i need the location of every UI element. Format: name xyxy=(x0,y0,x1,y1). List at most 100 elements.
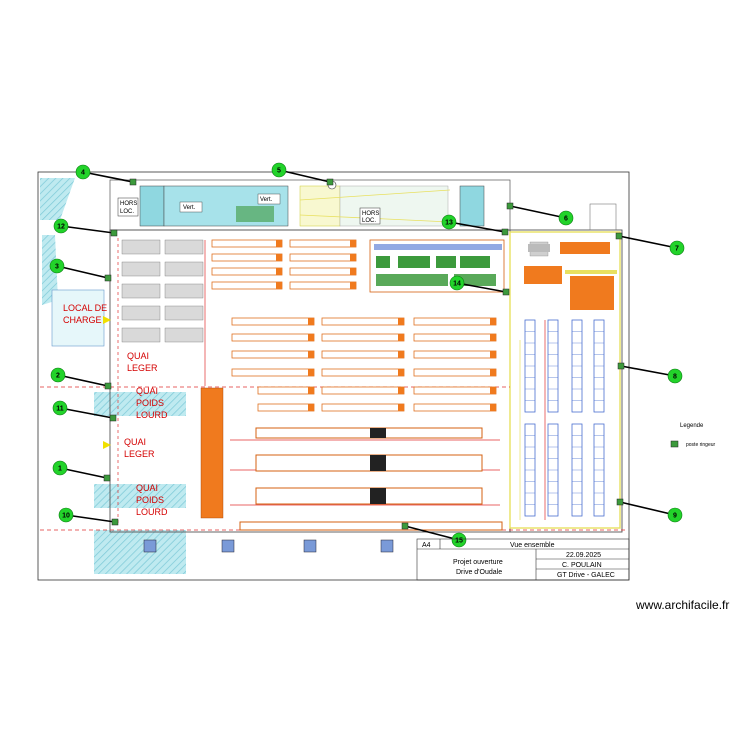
legend-swatch xyxy=(670,440,679,448)
station-square xyxy=(103,474,111,482)
rack-vertical xyxy=(593,423,605,517)
label-local-charge-1: LOCAL DE xyxy=(63,303,107,313)
rack-row xyxy=(413,368,497,377)
station-marker-1: 1 xyxy=(52,460,111,482)
storage-block xyxy=(121,261,161,277)
rack-row xyxy=(321,317,405,326)
label-vert-2: Vert. xyxy=(260,197,273,203)
rack-vertical xyxy=(593,319,605,413)
station-number: 12 xyxy=(57,224,65,231)
rack-row xyxy=(211,253,283,262)
rack-row xyxy=(321,386,405,395)
label-quai-pl-top-1: QUAI xyxy=(136,386,158,396)
top-strip xyxy=(117,180,485,227)
rack-rows-orange xyxy=(211,239,497,412)
tb-author: C. POULAIN xyxy=(562,562,602,569)
storage-block xyxy=(121,305,161,321)
station-marker-3: 3 xyxy=(49,258,112,282)
station-number: 11 xyxy=(56,406,64,413)
tb-project-2: Drive d'Oudale xyxy=(456,569,502,576)
station-square xyxy=(111,518,119,526)
station-number: 2 xyxy=(56,373,60,380)
station-square xyxy=(110,229,118,237)
tb-view: Vue ensemble xyxy=(510,542,555,549)
storage-block xyxy=(164,261,204,277)
station-marker-5: 5 xyxy=(271,162,334,186)
rack-vertical xyxy=(524,423,536,517)
rack-vertical xyxy=(524,319,536,413)
storage-block xyxy=(121,239,161,255)
station-square xyxy=(104,274,112,282)
tb-company: GT Drive - GALEC xyxy=(557,572,615,579)
rack-row xyxy=(257,403,315,412)
label-hors-loc-left-2: LOC. xyxy=(120,209,134,215)
station-number: 5 xyxy=(277,168,281,175)
rack-row xyxy=(289,239,357,248)
station-number: 15 xyxy=(455,538,463,545)
label-quai-pl-top-3: LOURD xyxy=(136,410,168,420)
rack-row xyxy=(413,317,497,326)
label-quai-pl-bottom-2: POIDS xyxy=(136,495,164,505)
loading-bays xyxy=(143,539,394,553)
label-hors-loc-right-1: HORS xyxy=(362,211,379,217)
rack-row xyxy=(413,403,497,412)
rack-row xyxy=(289,267,357,276)
dock-hatch-areas xyxy=(40,178,186,574)
station-marker-12: 12 xyxy=(53,218,118,237)
label-hors-loc-right-2: LOC. xyxy=(362,218,376,224)
station-number: 4 xyxy=(81,170,85,177)
station-number: 7 xyxy=(675,246,679,253)
label-hors-loc-left-1: HORS xyxy=(120,201,137,207)
storage-block xyxy=(164,283,204,299)
station-square xyxy=(326,178,334,186)
rack-vertical xyxy=(571,423,583,517)
station-square xyxy=(617,362,625,370)
station-square xyxy=(502,288,510,296)
station-marker-14: 14 xyxy=(449,275,510,296)
station-marker-11: 11 xyxy=(52,400,117,422)
station-number: 6 xyxy=(564,216,568,223)
rack-row xyxy=(321,333,405,342)
storage-block xyxy=(121,327,161,343)
watermark: www.archifacile.fr xyxy=(636,598,730,612)
station-marker-13: 13 xyxy=(441,214,509,236)
station-square xyxy=(401,522,409,530)
rack-row xyxy=(231,333,315,342)
station-square xyxy=(615,232,623,240)
legend-title: Legende xyxy=(680,423,704,429)
rack-vertical xyxy=(547,319,559,413)
rack-column xyxy=(200,387,224,519)
station-square xyxy=(506,202,514,210)
station-number: 9 xyxy=(673,513,677,520)
label-quai-leger-bottom-2: LEGER xyxy=(124,449,155,459)
label-quai-pl-top-2: POIDS xyxy=(136,398,164,408)
legend-item: poste ringeur xyxy=(686,442,716,448)
label-quai-pl-bottom-1: QUAI xyxy=(136,483,158,493)
rack-row xyxy=(321,403,405,412)
bottom-racks xyxy=(239,427,503,531)
rack-vertical xyxy=(571,319,583,413)
rack-vertical xyxy=(547,423,559,517)
station-number: 3 xyxy=(55,264,59,271)
rack-row xyxy=(289,253,357,262)
label-quai-leger-top-2: LEGER xyxy=(127,363,158,373)
tb-date: 22.09.2025 xyxy=(566,552,601,559)
station-marker-4: 4 xyxy=(75,164,137,186)
right-annex xyxy=(524,242,617,310)
rack-row xyxy=(289,281,357,290)
rack-row xyxy=(257,386,315,395)
rack-row xyxy=(211,267,283,276)
station-marker-10: 10 xyxy=(58,507,119,526)
rack-row xyxy=(211,281,283,290)
building-outline xyxy=(109,179,623,533)
station-number: 1 xyxy=(58,466,62,473)
station-square xyxy=(616,498,624,506)
storage-block xyxy=(164,305,204,321)
tb-format: A4 xyxy=(422,542,431,549)
station-number: 13 xyxy=(445,220,453,227)
station-marker-8: 8 xyxy=(617,362,683,384)
title-block-text: A4 Vue ensemble Projet ouverture Drive d… xyxy=(422,542,615,579)
rack-row xyxy=(413,350,497,359)
zone-labels: LOCAL DE CHARGE QUAI LEGER QUAI POIDS LO… xyxy=(63,197,379,517)
